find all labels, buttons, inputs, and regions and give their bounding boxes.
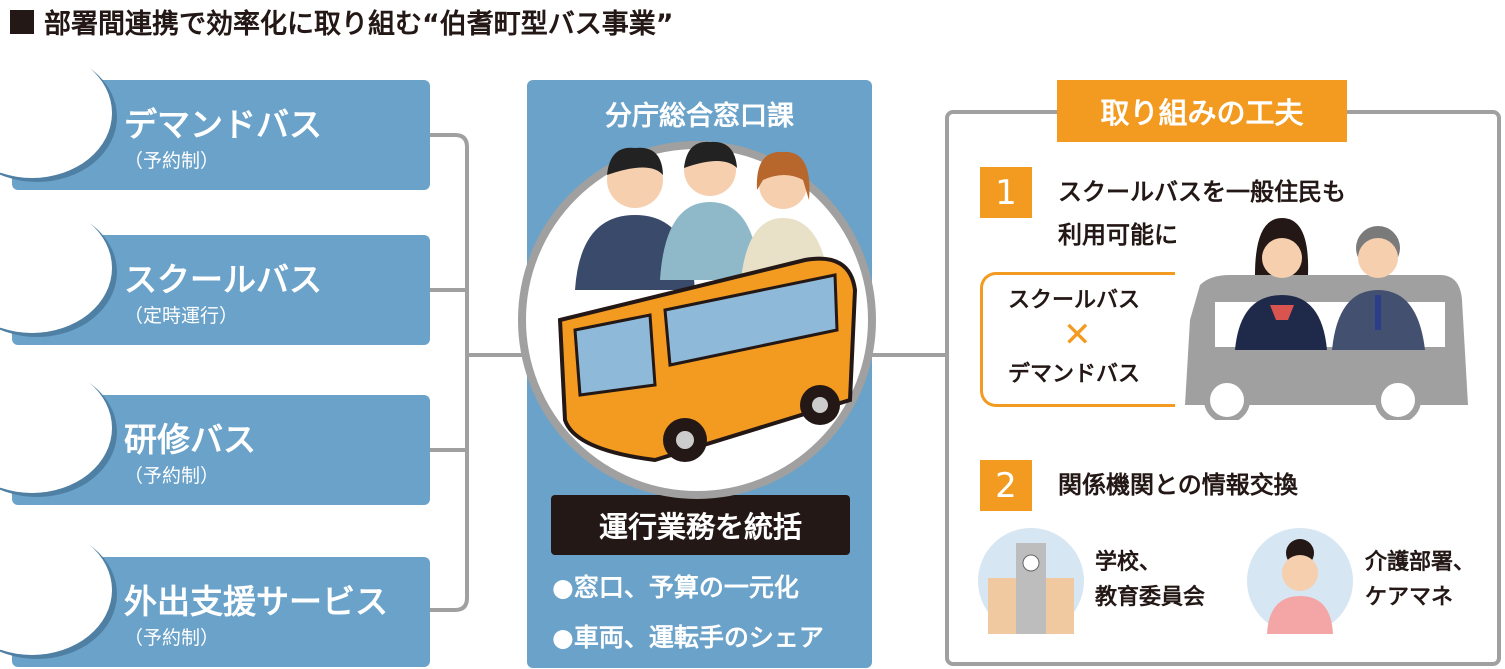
cross-icon: ✕ — [1063, 315, 1092, 355]
partner2-line1: 介護部署、 — [1365, 550, 1476, 575]
bullet-item: ●車両、運転手のシェア — [552, 623, 824, 652]
center-label: 運行業務を統括 — [551, 495, 850, 555]
combo-bottom-text: デマンドバス — [1008, 362, 1141, 387]
bus-illustration — [518, 141, 876, 499]
care-worker-icon — [1247, 528, 1353, 634]
item-number-badge: 2 — [980, 460, 1032, 511]
service-note: （予約制） — [124, 627, 220, 649]
dept-box-general-affairs: 総務 研修バス （予約制） — [0, 363, 430, 505]
bus-icon — [557, 256, 858, 463]
service-name: 研修バス — [124, 420, 256, 459]
category-label: 教育 — [0, 203, 112, 333]
dept-box-education: 教育 スクールバス （定時運行） — [0, 203, 430, 345]
bullet-item: ●窓口、予算の一元化 — [552, 573, 799, 602]
dept-box-transport: 交通 デマンドバス （予約制） — [0, 48, 430, 190]
school-icon — [978, 528, 1084, 634]
square-bullet-icon — [10, 9, 34, 34]
staff-people-icon — [575, 141, 830, 290]
item-number-badge: 1 — [980, 167, 1032, 218]
partner1-line2: 教育委員会 — [1095, 585, 1206, 610]
service-name: 外出支援サービス — [124, 582, 388, 621]
partner1-line1: 学校、 — [1095, 550, 1162, 575]
item1-text-line1: スクールバスを一般住民も — [1058, 178, 1346, 206]
service-note: （予約制） — [124, 150, 220, 172]
service-note: （予約制） — [124, 465, 220, 487]
dept-box-care: 介護 外出支援サービス （予約制） — [0, 525, 430, 667]
student-icon — [1235, 218, 1327, 350]
item2-text: 関係機関との情報交換 — [1058, 471, 1298, 499]
title-text: 部署間連携で効率化に取り組む“伯耆町型バス事業” — [44, 9, 674, 40]
elderly-man-icon — [1332, 226, 1425, 350]
measures-title: 取り組みの工夫 — [1057, 80, 1347, 142]
combo-box: スクールバス ✕ デマンドバス — [980, 272, 1175, 407]
service-note: （定時運行） — [124, 305, 239, 327]
combo-top-text: スクールバス — [1008, 288, 1141, 313]
partner2-line2: ケアマネ — [1365, 585, 1454, 610]
shared-bus-illustration — [1185, 218, 1468, 420]
center-title: 分庁総合窓口課 — [605, 101, 794, 132]
service-name: デマンドバス — [124, 105, 322, 144]
item1-text-line2: 利用可能に — [1058, 221, 1178, 249]
service-name: スクールバス — [124, 260, 322, 299]
page-title: 部署間連携で効率化に取り組む“伯耆町型バス事業” — [10, 2, 674, 41]
